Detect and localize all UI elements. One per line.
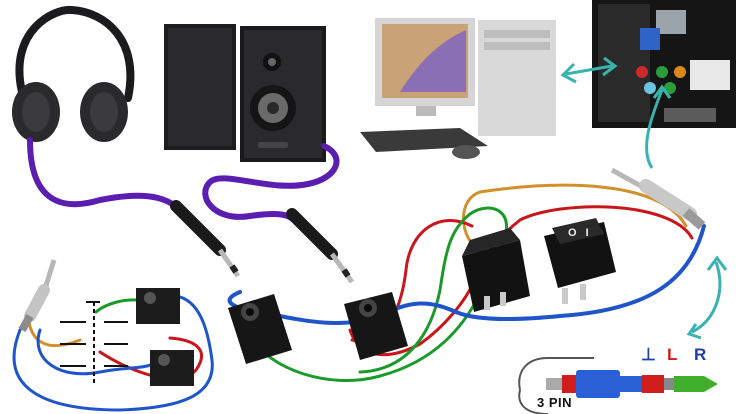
jack-socket-speakers xyxy=(344,292,408,360)
trs-tip-green xyxy=(674,376,718,392)
trs-ring-red xyxy=(562,375,576,393)
arrow-panel-jack xyxy=(645,89,664,169)
trs-ring-red-2 xyxy=(642,375,664,393)
jack-socket-headphones xyxy=(228,294,292,364)
switch-marking-label: O I xyxy=(568,227,592,239)
computer-image xyxy=(360,18,556,159)
connection-arrows xyxy=(560,56,728,340)
right-channel-label: R xyxy=(694,345,707,364)
trs-sleeve-gray xyxy=(546,378,562,390)
purple-wire-headphones xyxy=(27,137,189,223)
purple-wire-speakers xyxy=(202,143,340,225)
ground-label: ⊥ xyxy=(641,345,656,364)
trs-body-blue xyxy=(576,370,620,398)
arrow-jack-plug xyxy=(691,261,722,334)
pin-count-label: 3 PIN xyxy=(537,395,573,410)
motherboard-io-panel-image xyxy=(592,0,736,128)
audio-plug-left xyxy=(18,259,57,332)
blue-wire-left-inner xyxy=(36,328,160,376)
jack-socket-small-bottom xyxy=(150,350,194,386)
left-channel-label: L xyxy=(667,345,678,364)
arrow-computer-panel xyxy=(565,64,613,76)
trs-sleeve-blue xyxy=(620,376,642,392)
rocker-switch-back xyxy=(462,228,530,312)
speakers-image xyxy=(164,24,326,162)
audio-plug-headphones xyxy=(170,200,241,278)
green-wire-inner xyxy=(358,206,508,374)
rocker-switch-front xyxy=(544,218,616,304)
headphones-image xyxy=(12,5,135,142)
audio-plug-top-right xyxy=(610,167,706,230)
blue-wire-left xyxy=(12,294,214,412)
trs-plug-diagram xyxy=(518,357,718,414)
switch-schematic xyxy=(60,301,128,384)
audio-plug-speakers xyxy=(286,208,355,284)
jack-socket-small-top xyxy=(136,288,180,324)
